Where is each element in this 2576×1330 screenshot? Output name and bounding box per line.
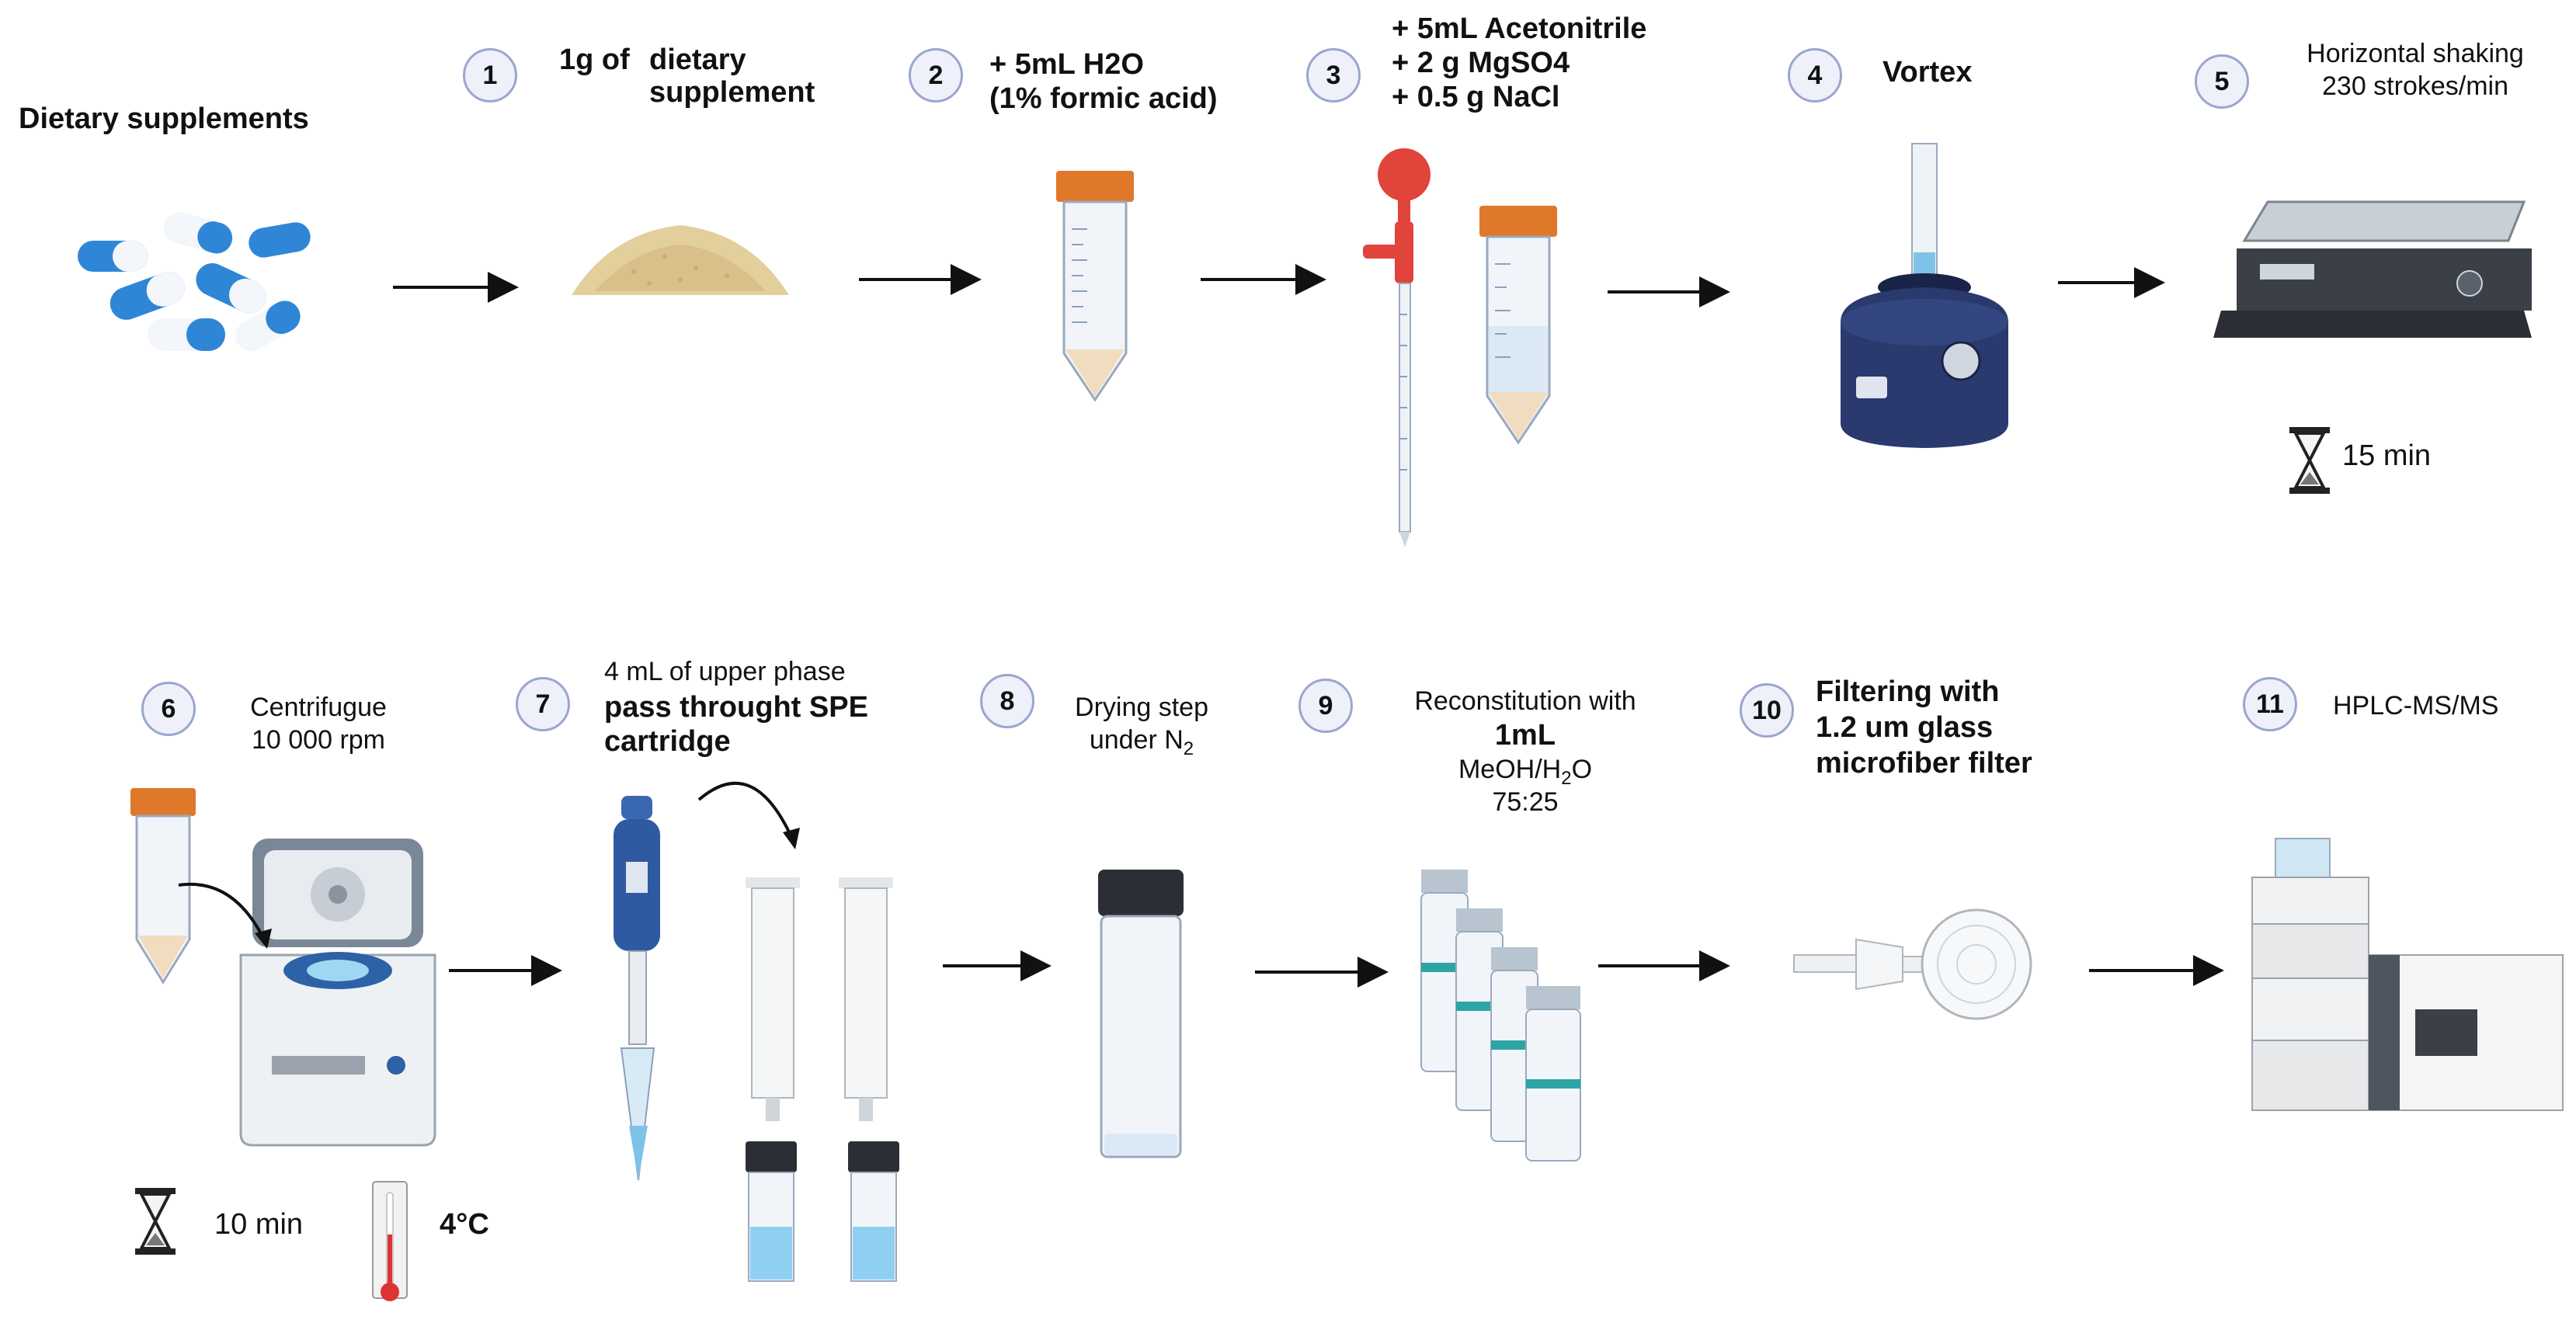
start-label: Dietary supplements	[19, 102, 309, 135]
vial-step-8	[1098, 870, 1184, 1158]
syringe-filter-illustration	[1793, 908, 2032, 1020]
step-4-badge: 4	[1788, 48, 1842, 102]
tube-step-3	[1479, 206, 1557, 445]
step-10-line-3: microfiber filter	[1816, 747, 2032, 780]
step-9-line-3: MeOH/H2O	[1362, 755, 1688, 789]
step-5-time: 15 min	[2342, 439, 2432, 472]
step-5-line-2: 230 strokes/min	[2322, 71, 2508, 101]
pipette-bulb-illustration	[1363, 148, 1431, 547]
step-6-badge: 6	[141, 682, 196, 736]
thermometer-icon	[372, 1181, 408, 1301]
step-3-line-2: + 2 g MgSO4	[1392, 47, 1570, 79]
shaker-illustration	[2213, 200, 2532, 338]
step-3-badge: 3	[1306, 48, 1361, 102]
hourglass-icon-step-5	[2289, 427, 2330, 494]
step-5-line-1: Horizontal shaking	[2307, 39, 2524, 68]
step-11-line-1: HPLC-MS/MS	[2333, 691, 2499, 721]
step-9-line-3-suffix: O	[1571, 755, 1593, 784]
step-6-line-1: Centrifugue	[250, 693, 387, 722]
step-9-line-2: 1mL	[1494, 719, 1556, 752]
step-8-line-1: Drying step	[1075, 693, 1208, 722]
step-1-line-3: supplement	[649, 76, 815, 109]
step-6-line-2: 10 000 rpm	[252, 725, 385, 755]
powder-illustration	[572, 225, 789, 295]
step-8-line-2: under N2	[1041, 725, 1243, 759]
step-2-badge: 2	[909, 48, 963, 102]
step-7-line-2: pass throught SPE	[604, 691, 868, 724]
capsules-illustration	[78, 212, 311, 352]
step-8-subscript: 2	[1183, 738, 1194, 759]
step-8-line-2-text: under N	[1089, 725, 1184, 755]
step-6-temp: 4°C	[440, 1208, 489, 1241]
step-1-badge: 1	[463, 48, 517, 102]
step-11-badge: 11	[2243, 677, 2297, 731]
curved-arrow-step-6	[178, 882, 272, 949]
spe-cartridges-illustration	[746, 877, 899, 1282]
step-9-badge: 9	[1298, 679, 1353, 733]
step-9-line-1: Reconstitution with	[1414, 686, 1636, 716]
hourglass-icon-step-6	[135, 1188, 176, 1255]
step-9-line-4: 75:25	[1492, 787, 1559, 817]
centrifuge-illustration	[239, 839, 436, 1147]
step-5-badge: 5	[2195, 54, 2249, 109]
curved-arrow-step-7	[697, 781, 800, 849]
step-9-line-3-text: MeOH/H	[1458, 755, 1562, 784]
step-1-line-1: 1g of	[559, 43, 630, 76]
step-7-badge: 7	[516, 677, 570, 731]
step-10-line-2: 1.2 um glass	[1816, 711, 1994, 744]
step-9-subscript: 2	[1561, 767, 1572, 789]
micropipette-illustration	[614, 796, 660, 1181]
step-10-badge: 10	[1740, 683, 1794, 738]
step-2-line-1: + 5mL H2O	[989, 48, 1144, 81]
hplc-ms-illustration	[2251, 838, 2564, 1111]
step-7-line-1: 4 mL of upper phase	[604, 657, 846, 686]
vortex-illustration	[1841, 143, 2008, 448]
step-1-line-2: dietary	[649, 43, 746, 76]
tube-step-6	[130, 788, 196, 984]
step-3-line-3: + 0.5 g NaCl	[1392, 81, 1560, 113]
step-6-time: 10 min	[214, 1208, 304, 1241]
step-10-line-1: Filtering with	[1816, 675, 2000, 708]
step-7-line-3: cartridge	[604, 725, 731, 758]
step-8-badge: 8	[980, 674, 1034, 728]
step-2-line-2: (1% formic acid)	[989, 82, 1218, 115]
vials-step-9	[1420, 870, 1581, 1162]
tube-step-2	[1056, 171, 1134, 402]
step-3-line-1: + 5mL Acetonitrile	[1392, 12, 1647, 45]
step-4-line-1: Vortex	[1882, 56, 1973, 89]
